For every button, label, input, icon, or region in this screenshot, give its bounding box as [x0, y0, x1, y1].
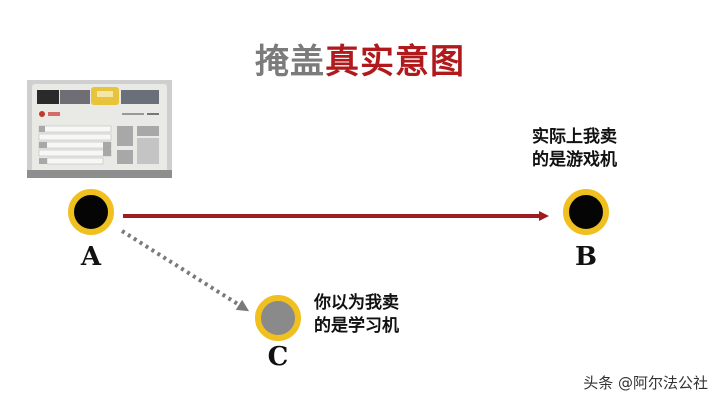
keyboard-illustration-icon [27, 80, 172, 178]
keyboard-photo [27, 80, 172, 178]
node-c-label: C [267, 342, 289, 372]
note-b: 实际上我卖 的是游戏机 [532, 126, 617, 172]
node-b [563, 189, 609, 235]
edge-a-to-c [120, 229, 250, 312]
title-red-part: 真实意图 [325, 42, 465, 82]
note-c-line1: 你以为我卖 [314, 293, 399, 313]
watermark: 头条 @阿尔法公社 [583, 374, 708, 392]
title-gray-part: 掩盖 [255, 42, 325, 82]
node-c [255, 295, 301, 341]
note-b-line1: 实际上我卖 [532, 127, 617, 147]
note-b-line2: 的是游戏机 [532, 150, 617, 170]
node-a [68, 189, 114, 235]
node-a-label: A [80, 242, 102, 272]
diagram-title: 掩盖真实意图 [0, 40, 720, 84]
note-c-line2: 的是学习机 [314, 316, 399, 336]
note-c: 你以为我卖 的是学习机 [314, 292, 399, 338]
node-b-label: B [575, 242, 597, 272]
